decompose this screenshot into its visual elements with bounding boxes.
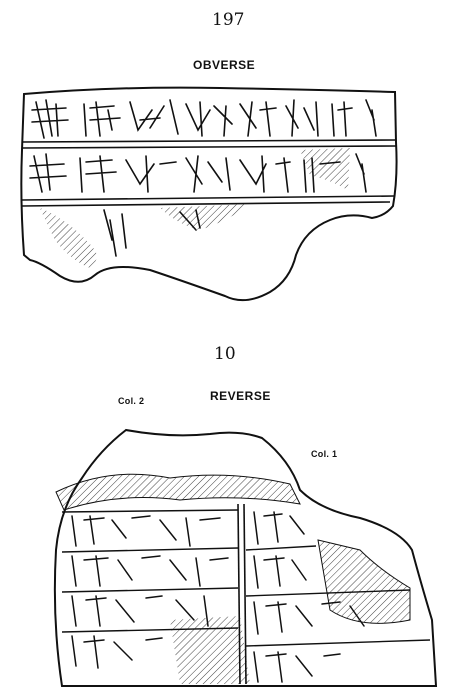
tablet-number: 10 [214,344,236,364]
reverse-outline [53,428,438,687]
col1-label: Col. 1 [311,449,338,459]
obverse-label: OBVERSE [193,58,256,72]
obverse-outline [20,86,398,302]
reverse-label: REVERSE [210,389,271,403]
plate-number: 197 [212,10,245,30]
reverse-tablet-drawing [53,428,438,687]
col2-label: Col. 2 [118,396,145,406]
obverse-tablet-drawing [20,86,398,302]
